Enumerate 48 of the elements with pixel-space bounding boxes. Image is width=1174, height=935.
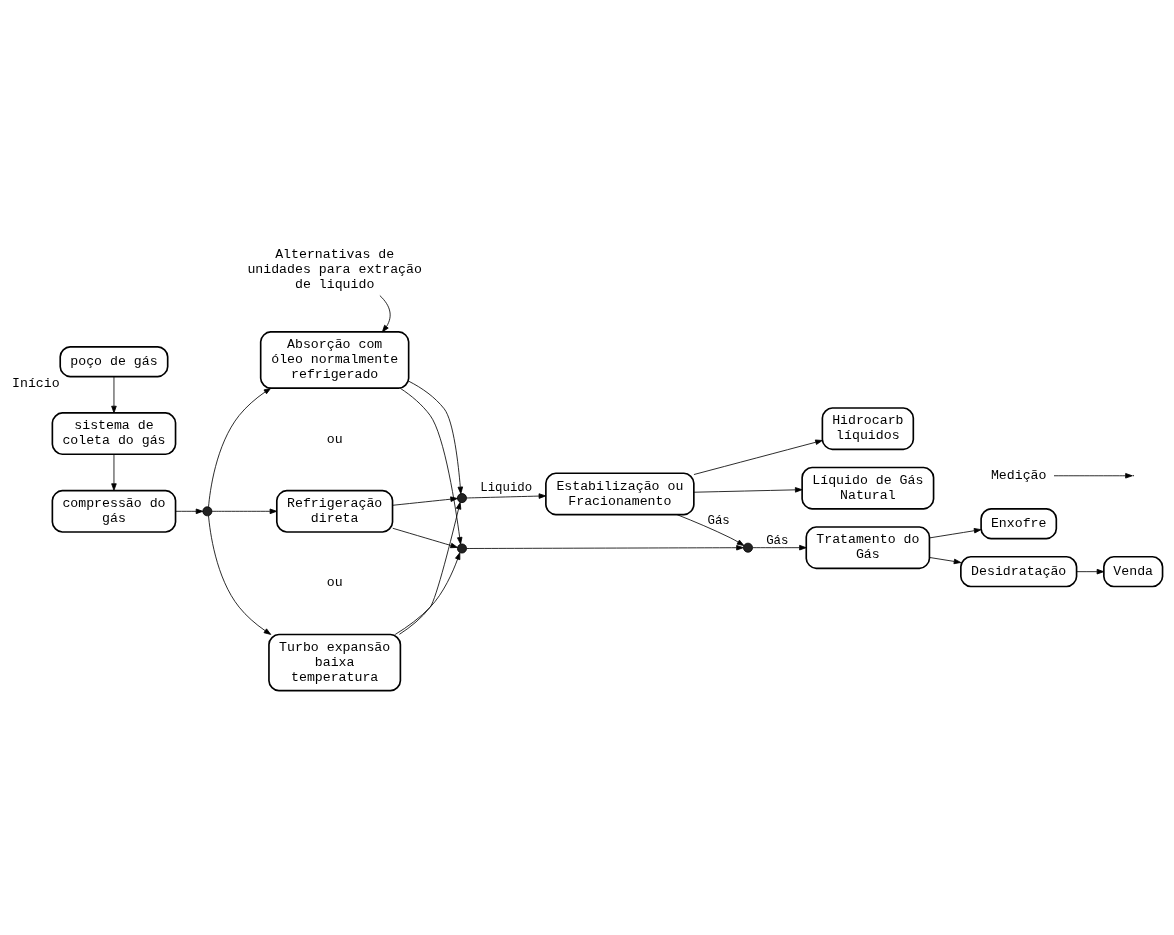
node-box: Absorção com óleo normalmente refrigerado [259,331,410,389]
node-box: Venda [1103,555,1164,588]
arrow [929,557,962,565]
node-box: Enxofre [980,508,1058,540]
node-box: Estabilização ou Fracionamento [545,472,695,516]
arrow [211,508,278,515]
arrow [398,501,462,635]
arrow [408,380,464,495]
arrow [676,514,745,546]
arrow [379,295,391,333]
node-box: Tratamento do Gás [805,526,931,570]
label: ou [326,575,343,591]
node-text: Medição [990,467,1047,483]
node-circle [457,543,467,554]
arrow [929,528,982,539]
node-box: sistema de coleta do gás [51,412,177,456]
node-label: Início [12,376,60,392]
arrow [693,439,823,475]
arrow [111,454,117,491]
arrow [111,376,117,414]
arrow [1053,473,1133,479]
edge-label: Liquido [480,481,533,496]
arrow [466,545,744,551]
arrow [208,515,272,635]
arrow [394,552,461,635]
node-box: Hidrocarb líquidos [821,407,915,451]
edge-label: Gás [707,513,730,528]
arrow [392,527,458,549]
arrow [392,496,458,506]
node-box: Desidratação [960,555,1078,588]
node-text: Alternativas de unidades para extração de liquido [247,247,422,292]
node-box: compressão do gás [51,489,177,533]
arrow [1076,568,1105,575]
node-circle [202,506,213,517]
node-box: Turbo expansão baixa temperatura [268,633,402,692]
edge-label: Gás [766,533,789,548]
arrow [399,387,463,545]
arrow [175,508,204,515]
label: ou [326,431,343,447]
node-box: poço de gás [59,346,169,378]
node-circle [457,493,467,504]
arrow [693,487,803,493]
arrow [466,493,547,499]
node-circle [743,542,753,553]
node-box: Refrigeração direta [275,489,394,533]
arrow [208,387,272,508]
arrow [752,544,807,551]
node-box: Líquido de Gás Natural [801,466,935,510]
